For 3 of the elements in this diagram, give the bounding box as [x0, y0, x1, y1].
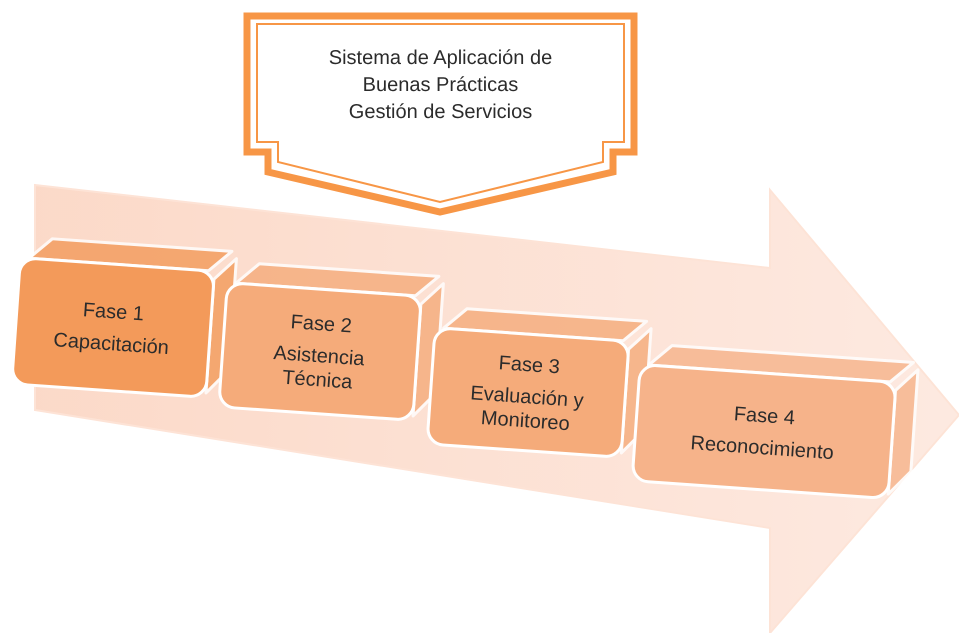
down-arrow-callout	[243, 12, 638, 217]
callout-text: Gestión de Servicios	[348, 100, 532, 124]
callout-text: Sistema de Aplicación de Buenas Prácticas	[328, 46, 554, 98]
